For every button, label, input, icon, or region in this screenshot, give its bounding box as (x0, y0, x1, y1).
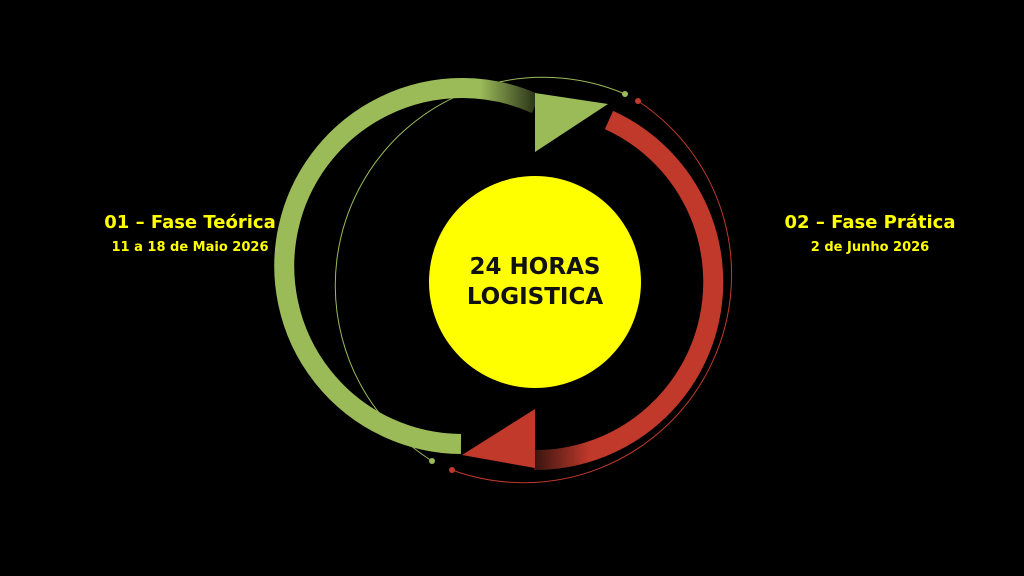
red-outer-arc (451, 100, 733, 484)
phase-theory: 01 – Fase Teórica 11 a 18 de Maio 2026 (60, 211, 320, 255)
phase-title: 02 – Fase Prática (784, 212, 956, 233)
phase-practice: 02 – Fase Prática 2 de Junho 2026 (740, 211, 1000, 255)
center-line-2: LOGISTICA (466, 284, 604, 310)
center-line-1: 24 HORAS (469, 254, 601, 280)
green-arrow-arc (274, 78, 541, 454)
green-outer-arc (334, 76, 626, 462)
red-arrowhead (462, 409, 535, 468)
green-arrowhead (535, 93, 608, 152)
green-arc-dot (622, 91, 628, 97)
phase-date: 11 a 18 de Maio 2026 (111, 240, 269, 255)
green-arc-dot (429, 458, 435, 464)
red-arc-dot (635, 98, 641, 104)
center-circle (429, 176, 641, 388)
red-arc-dot (449, 467, 455, 473)
phase-title: 01 – Fase Teórica (104, 212, 276, 233)
red-arrow-arc (533, 110, 724, 471)
center-title: 24 HORAS LOGISTICA (430, 252, 640, 312)
phase-date: 2 de Junho 2026 (810, 240, 930, 255)
